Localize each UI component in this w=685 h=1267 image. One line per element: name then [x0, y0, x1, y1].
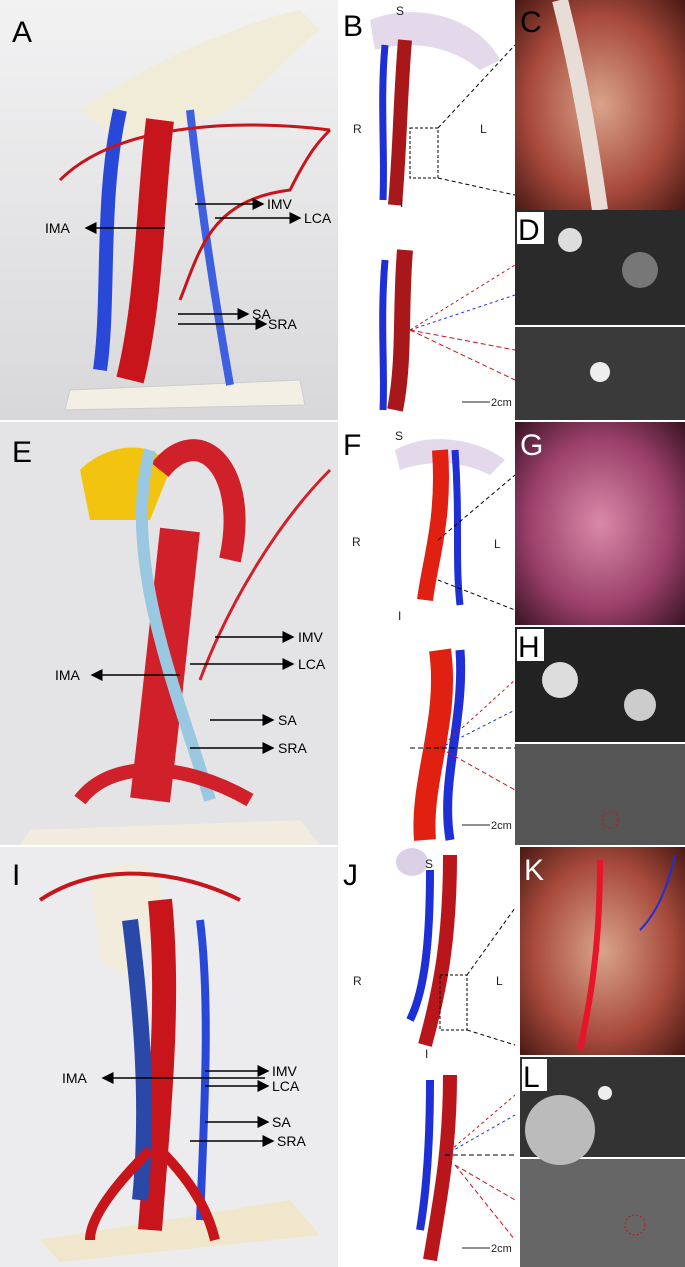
panel-label-d: D [518, 214, 540, 247]
orientation-left: L [480, 122, 487, 136]
panel-label-l: L [523, 1061, 540, 1094]
annotation-sra-2: SRA [278, 740, 307, 756]
orientation-right: R [353, 122, 362, 136]
orientation-inferior-2: I [398, 609, 401, 623]
panel-label-j: J [343, 859, 358, 892]
scale-bar-2: 2cm [491, 820, 512, 832]
panel-label-i: I [12, 859, 20, 892]
annotation-lca-2: LCA [298, 656, 326, 672]
annotation-ima: IMA [45, 220, 71, 236]
annotation-sra: SRA [268, 316, 297, 332]
panel-b: B S R L I 2cm [338, 0, 516, 420]
orientation-right-2: R [352, 535, 361, 549]
panel-f: F S R L I 2cm [338, 422, 516, 845]
panel-h: H [515, 627, 685, 845]
scale-bar-3: 2cm [491, 1243, 512, 1255]
orientation-superior-2: S [395, 429, 403, 443]
annotation-imv-3: IMV [272, 1063, 298, 1079]
orientation-inferior: I [400, 196, 403, 210]
panel-e: E IMV LCA IMA SA SRA [0, 422, 338, 845]
panel-label-b: B [343, 10, 363, 43]
orientation-right-3: R [353, 974, 362, 988]
panel-l: L [520, 1057, 685, 1267]
annotation-sa-3: SA [272, 1114, 291, 1130]
panel-label-k: K [524, 854, 544, 887]
panel-label-g: G [520, 429, 543, 462]
panel-label-a: A [12, 16, 32, 49]
scale-bar: 2cm [491, 397, 512, 409]
panel-label-c: C [520, 6, 542, 39]
annotation-sa-2: SA [278, 712, 297, 728]
panel-i: I IMV LCA IMA SA SRA [0, 847, 338, 1267]
orientation-inferior-3: I [425, 1047, 428, 1061]
annotation-ima-3: IMA [62, 1070, 88, 1086]
annotation-sra-3: SRA [277, 1133, 306, 1149]
annotation-lca-3: LCA [272, 1078, 300, 1094]
annotation-lca: LCA [304, 210, 332, 226]
panel-c: C [515, 0, 685, 212]
orientation-left-2: L [494, 537, 501, 551]
orientation-left-3: L [496, 974, 503, 988]
panel-j: J S R L I 2cm [338, 847, 516, 1267]
annotation-ima-2: IMA [55, 667, 81, 683]
orientation-superior-3: S [425, 857, 433, 871]
orientation-superior: S [396, 4, 404, 18]
panel-label-h: H [518, 631, 540, 664]
annotation-imv-2: IMV [298, 629, 324, 645]
panel-label-e: E [12, 436, 32, 469]
panel-d: D [515, 210, 685, 420]
panel-g: G [515, 422, 685, 625]
panel-a: A IMV LCA IMA SA SRA [0, 0, 338, 420]
annotation-imv: IMV [267, 196, 293, 212]
panel-label-f: F [343, 429, 361, 462]
panel-k: K [520, 847, 685, 1055]
